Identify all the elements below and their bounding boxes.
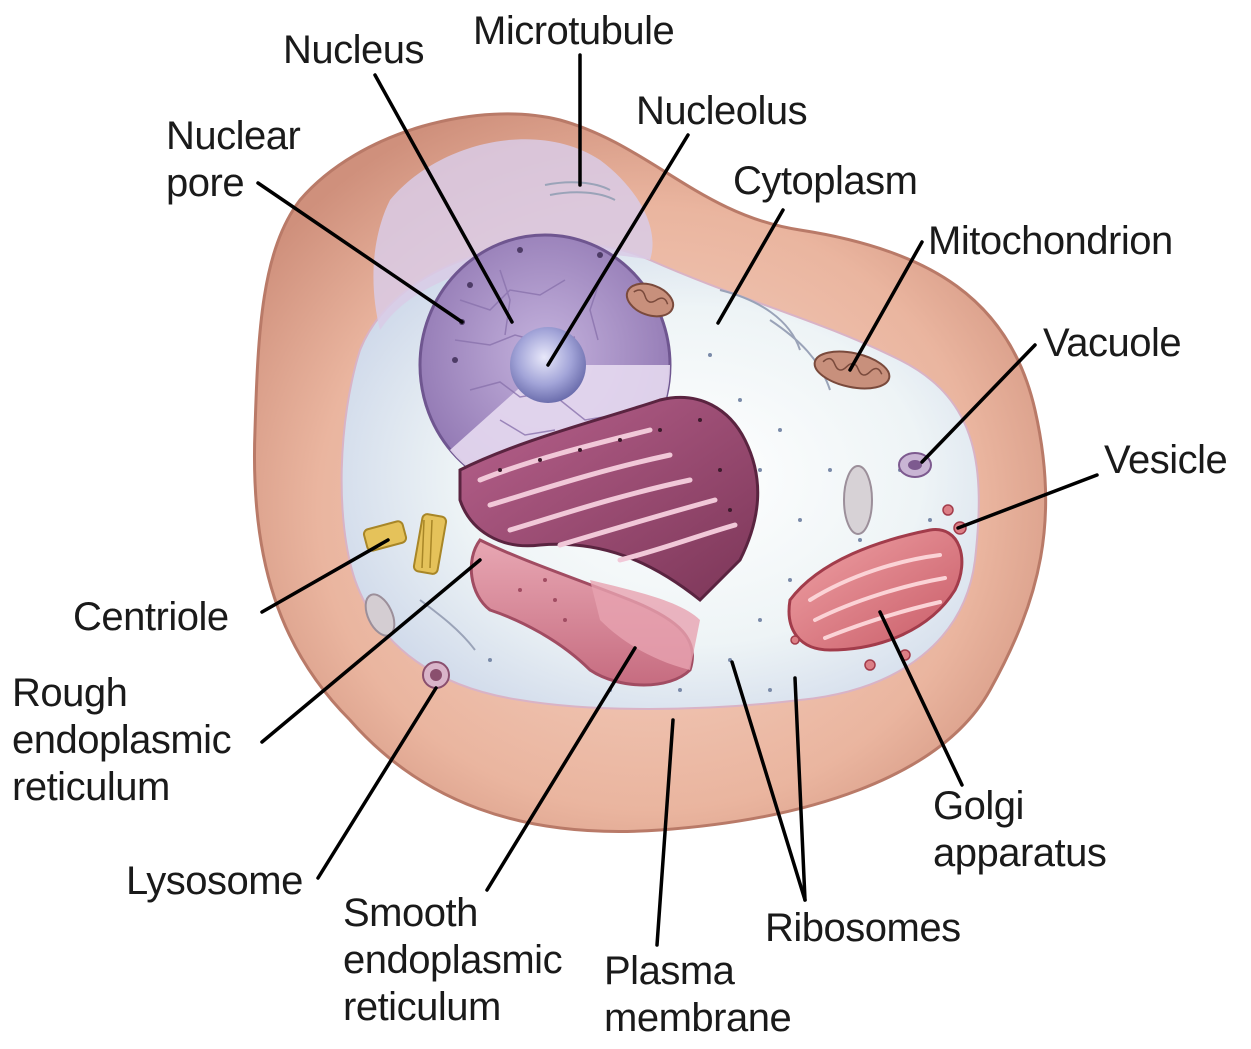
- label-line: Mitochondrion: [928, 218, 1173, 265]
- label-line: Nucleus: [283, 27, 424, 74]
- label-cytoplasm: Cytoplasm: [733, 158, 917, 205]
- label-nucleus: Nucleus: [283, 27, 424, 74]
- label-centriole: Centriole: [73, 594, 229, 641]
- label-mitochondrion: Mitochondrion: [928, 218, 1173, 265]
- label-line: apparatus: [933, 830, 1106, 877]
- label-line: Plasma: [604, 948, 791, 995]
- label-line: Microtubule: [473, 8, 674, 55]
- label-line: reticulum: [343, 984, 562, 1031]
- label-line: Vacuole: [1043, 320, 1181, 367]
- label-vacuole: Vacuole: [1043, 320, 1181, 367]
- label-line: Ribosomes: [765, 905, 961, 952]
- label-line: endoplasmic: [343, 937, 562, 984]
- label-line: Nucleolus: [636, 88, 807, 135]
- label-line: reticulum: [12, 764, 231, 811]
- label-line: Cytoplasm: [733, 158, 917, 205]
- label-line: pore: [166, 160, 300, 207]
- label-line: Vesicle: [1104, 437, 1227, 484]
- label-nucleolus: Nucleolus: [636, 88, 807, 135]
- label-line: endoplasmic: [12, 717, 231, 764]
- label-line: membrane: [604, 995, 791, 1042]
- label-line: Golgi: [933, 783, 1106, 830]
- label-microtubule: Microtubule: [473, 8, 674, 55]
- label-vesicle: Vesicle: [1104, 437, 1227, 484]
- label-line: Centriole: [73, 594, 229, 641]
- lysosome-shape: [423, 662, 449, 688]
- label-line: Rough: [12, 670, 231, 717]
- label-ribosomes: Ribosomes: [765, 905, 961, 952]
- label-line: Smooth: [343, 890, 562, 937]
- label-lysosome: Lysosome: [126, 858, 303, 905]
- label-line: Lysosome: [126, 858, 303, 905]
- vesicle-blob: [844, 466, 872, 534]
- label-line: Nuclear: [166, 113, 300, 160]
